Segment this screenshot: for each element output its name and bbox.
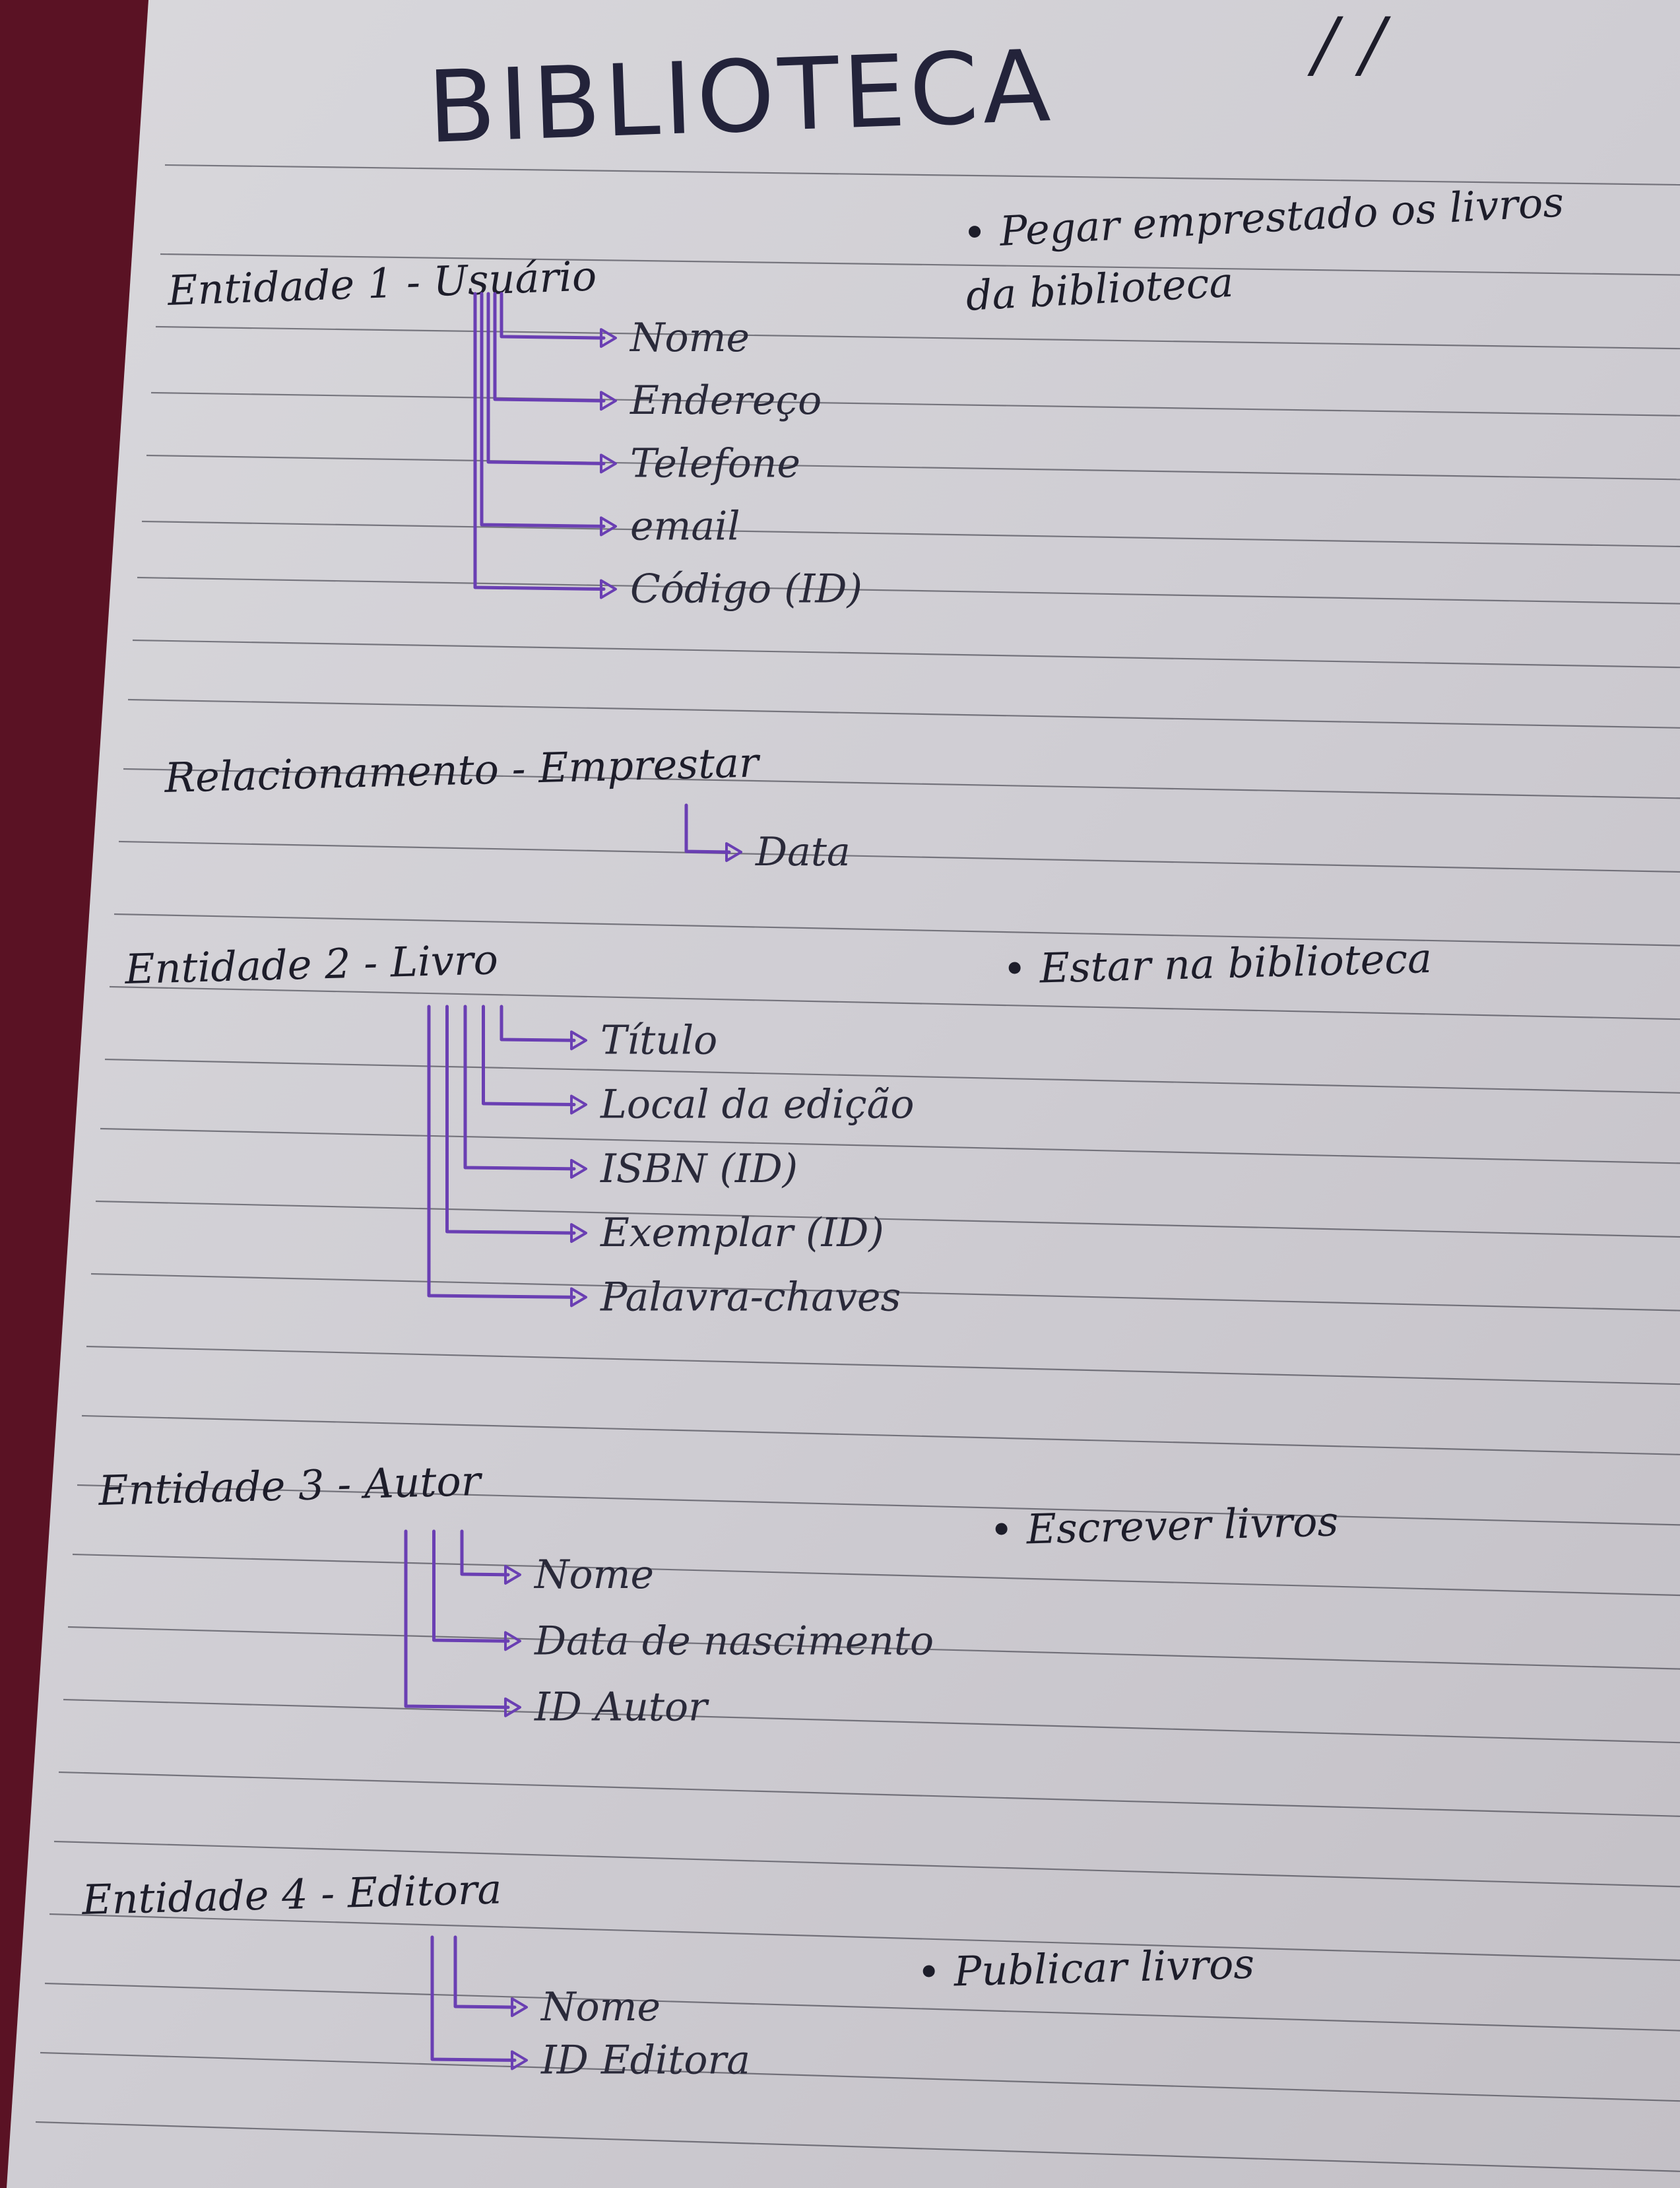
ruled-line	[81, 1414, 1680, 1455]
ruled-line	[123, 768, 1680, 799]
attribute-label: Nome	[540, 1984, 661, 2030]
attribute-connector	[500, 1005, 576, 1042]
arrow-icon	[570, 1158, 587, 1179]
attribute-label: Nome	[533, 1552, 654, 1598]
ruled-lines	[35, 164, 1680, 2172]
arrow-icon	[504, 1631, 521, 1651]
attribute-tree-entidade-4: Nome ID Editora	[430, 1935, 750, 2083]
attribute-label: Palavra-chaves	[600, 1274, 901, 1320]
ruled-line	[67, 1626, 1680, 1670]
attribute-connector	[453, 1935, 517, 2009]
arrow-icon	[504, 1697, 521, 1717]
attribute-label: Exemplar (ID)	[600, 1210, 884, 1256]
ruled-line	[90, 1273, 1680, 1311]
ruled-line	[58, 1771, 1680, 1817]
attribute-label: ID Editora	[540, 2037, 750, 2083]
attribute-label: ISBN (ID)	[600, 1146, 798, 1192]
attribute-connector	[486, 292, 606, 465]
ruled-line	[109, 985, 1680, 1020]
ruled-line	[164, 164, 1680, 186]
notebook-page	[7, 0, 1680, 2188]
arrow-icon	[570, 1287, 587, 1308]
attribute-connector	[684, 803, 731, 854]
attribute-connector	[480, 292, 606, 528]
ruled-line	[49, 1913, 1680, 1962]
attribute-connector	[493, 292, 606, 403]
attribute-connector	[482, 1005, 576, 1107]
attribute-label: Data	[755, 829, 851, 875]
ruled-line	[77, 1484, 1680, 1526]
attribute-connector	[460, 1529, 510, 1577]
ruled-line	[137, 576, 1680, 605]
arrow-icon	[600, 516, 617, 537]
ruled-line	[160, 253, 1680, 276]
ruled-line	[35, 2121, 1680, 2172]
ruled-line	[100, 1127, 1680, 1164]
arrow-icon	[570, 1094, 587, 1115]
attribute-tree-relacionamento: Data	[684, 803, 851, 875]
arrow-icon	[570, 1030, 587, 1051]
ruled-line	[141, 520, 1680, 548]
arrow-icon	[600, 579, 617, 599]
ruled-line	[72, 1553, 1680, 1597]
section-note-entidade-3: • Escrever livros	[988, 1497, 1339, 1554]
attribute-label: Endereço	[630, 378, 822, 424]
attribute-connector	[430, 1935, 517, 2062]
date-mark: / /	[1307, 2, 1391, 86]
attribute-connector	[473, 292, 606, 591]
ruled-line	[146, 454, 1680, 481]
attribute-label: Nome	[629, 315, 750, 361]
ruled-line	[63, 1698, 1680, 1744]
ruled-line	[113, 913, 1680, 946]
ruled-line	[155, 325, 1680, 350]
arrow-icon	[511, 2050, 528, 2071]
attribute-connector	[445, 1005, 576, 1235]
arrow-icon	[511, 1997, 528, 2018]
arrow-icon	[570, 1223, 587, 1243]
ruled-line	[132, 639, 1680, 669]
page-title: BIBLIOTECA	[426, 29, 1056, 166]
attribute-connector	[500, 292, 606, 340]
attribute-connector	[427, 1005, 576, 1299]
attribute-connector	[404, 1529, 510, 1709]
attribute-label: Local da edição	[600, 1082, 914, 1128]
attribute-label: ID Autor	[534, 1684, 709, 1731]
ruled-line	[86, 1345, 1680, 1385]
arrow-icon	[600, 453, 617, 474]
arrow-icon	[725, 842, 742, 862]
section-note-entidade-2: • Estar na biblioteca	[1002, 934, 1432, 993]
arrow-icon	[504, 1564, 521, 1585]
attribute-label: email	[630, 503, 740, 549]
attribute-label: Código (ID)	[630, 566, 862, 613]
attribute-label: Data de nascimento	[534, 1618, 934, 1664]
attribute-label: Telefone	[630, 440, 800, 486]
ruled-line	[118, 840, 1680, 873]
ruled-line	[40, 2051, 1680, 2102]
section-heading-entidade-4: Entidade 4 - Editora	[81, 1865, 502, 1924]
arrow-icon	[600, 391, 617, 411]
section-heading-entidade-3: Entidade 3 - Autor	[97, 1457, 483, 1515]
ruled-line	[127, 698, 1680, 729]
section-heading-entidade-2: Entidade 2 - Livro	[123, 935, 498, 993]
arrow-icon	[600, 328, 617, 348]
ruled-line	[53, 1840, 1680, 1888]
attribute-connector	[463, 1005, 576, 1171]
ruled-line	[95, 1200, 1680, 1238]
section-note-entidade-4: • Publicar livros	[916, 1940, 1255, 1997]
ruled-line	[150, 391, 1680, 416]
attribute-label: Título	[600, 1017, 717, 1063]
ruled-line	[104, 1058, 1680, 1094]
ruled-line	[44, 1982, 1680, 2032]
attribute-connector	[432, 1529, 510, 1643]
